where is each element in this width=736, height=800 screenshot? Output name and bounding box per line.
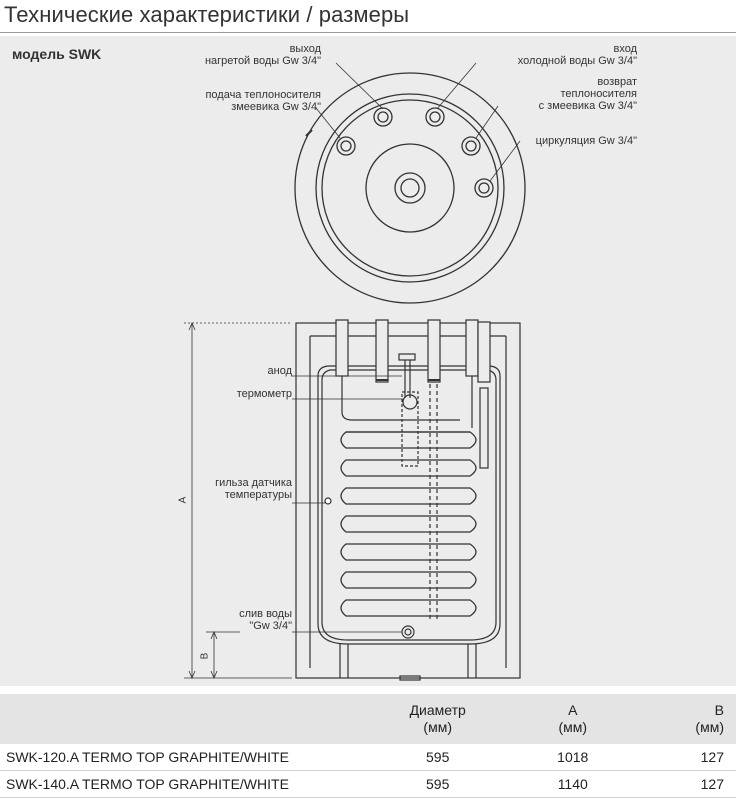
label-circulation: циркуляция Gw 3/4" — [535, 135, 637, 147]
table-header-row: Диаметр(мм) A(мм) B(мм) — [0, 694, 736, 744]
table-row: SWK-140.A TERMO TOP GRAPHITE/WHITE 595 1… — [0, 770, 736, 798]
label-anode: анод — [267, 365, 293, 377]
dimension-a-label: A — [177, 496, 189, 504]
label-thermometer: термометр — [236, 388, 292, 400]
page-title: Технические характеристики / размеры — [4, 2, 410, 27]
dimensions-table: Диаметр(мм) A(мм) B(мм) SWK-120.A TERMO … — [0, 694, 736, 798]
header-diameter: Диаметр(мм) — [356, 694, 520, 744]
side-view — [184, 319, 521, 681]
top-view — [294, 62, 526, 304]
boiler-diagram — [184, 62, 526, 681]
header-b: B(мм) — [626, 694, 736, 744]
title-divider — [0, 32, 736, 33]
header-a: A(мм) — [519, 694, 627, 744]
header-model — [0, 694, 356, 744]
dimension-b-label: B — [199, 652, 211, 660]
model-name: модель SWK — [12, 46, 102, 62]
table-row: SWK-120.A TERMO TOP GRAPHITE/WHITE 595 1… — [0, 744, 736, 771]
label-drain: слив воды"Gw 3/4" — [239, 608, 292, 632]
